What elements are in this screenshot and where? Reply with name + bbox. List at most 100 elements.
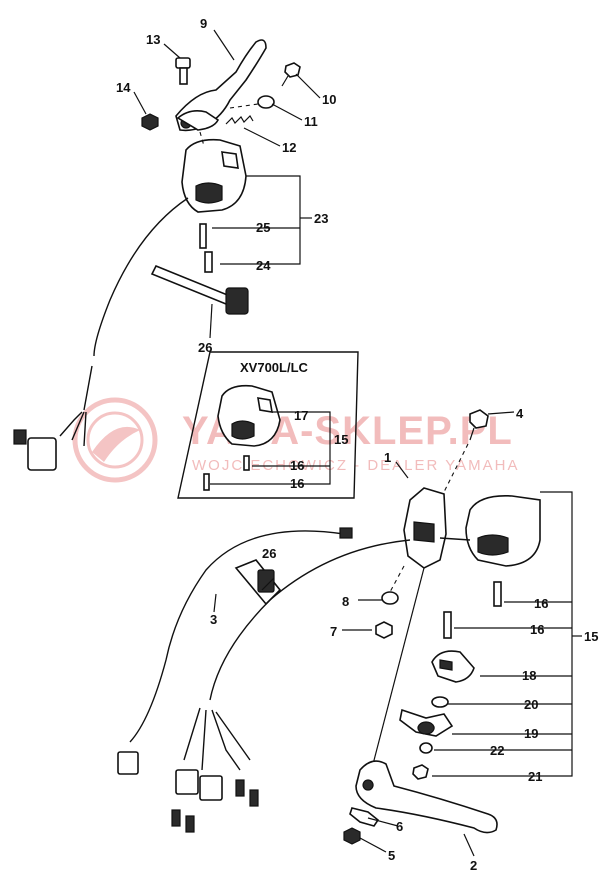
xv700-inset-box: XV700L/LC [177, 351, 359, 499]
label-part-15: 15 [584, 629, 598, 644]
lever-part-2-pivot [362, 779, 374, 791]
label-part-3: 3 [210, 612, 217, 627]
cable-tie-part-26 [150, 264, 232, 306]
label-part-7: 7 [330, 624, 337, 639]
watermark-logo-inner [86, 411, 144, 469]
label-part-26: 26 [262, 546, 276, 561]
right-connector [199, 775, 223, 801]
nut-part-7 [375, 621, 393, 639]
left-switch-wire-leads [59, 411, 87, 447]
assembly-guide-line [371, 567, 425, 769]
label-part-16: 16 [290, 458, 304, 473]
bracket-23 [212, 175, 312, 265]
part-20 [431, 696, 449, 708]
inset-screw [203, 473, 210, 491]
bolt-part-13-head [175, 57, 191, 69]
bolt-part-13-shank [179, 67, 188, 85]
handlebar-line [209, 539, 411, 701]
terminal [249, 789, 259, 807]
right-connector [175, 769, 199, 795]
label-part-13: 13 [146, 32, 160, 47]
label-part-10: 10 [322, 92, 336, 107]
assembly-guide-line [229, 103, 259, 109]
assembly-guide-line [441, 443, 469, 497]
inset-title: XV700L/LC [240, 360, 309, 375]
screw-part-10 [284, 62, 301, 78]
left-lever-assembly [13, 39, 301, 471]
left-connector-small [13, 429, 27, 445]
screw-part-24 [204, 251, 213, 273]
left-switch-housing-shade [195, 182, 223, 204]
nut-part-14 [141, 113, 159, 131]
right-switch-housing [465, 494, 541, 567]
label-part-25: 25 [256, 220, 270, 235]
right-switch-shade [477, 534, 509, 556]
cable-tie-part-26-head [225, 287, 249, 315]
screw-part-16 [443, 611, 452, 639]
part-labels: 9 13 14 10 11 12 23 25 24 26 17 15 16 16… [116, 16, 598, 873]
bracket-15 [432, 491, 582, 777]
right-switch-wire-leads [183, 707, 251, 771]
cable-part-3-connector [117, 751, 139, 775]
terminal [235, 779, 245, 797]
label-part-1: 1 [384, 450, 391, 465]
label-part-6: 6 [396, 819, 403, 834]
label-part-17: 17 [294, 408, 308, 423]
inset-screw [243, 455, 250, 471]
label-part-9: 9 [200, 16, 207, 31]
assembly-guide-line [389, 565, 405, 593]
inset-bracket [210, 411, 331, 485]
lever-part-2 [355, 760, 498, 834]
switch-part-18 [431, 650, 475, 683]
cable-part-3-end [339, 527, 353, 539]
right-assembly [117, 409, 541, 845]
spring-part-12 [225, 115, 254, 125]
label-part-16: 16 [534, 596, 548, 611]
label-part-14: 14 [116, 80, 131, 95]
label-part-5: 5 [388, 848, 395, 863]
lever-bracket [176, 110, 220, 131]
cable-tie-part-26-right-head [257, 569, 275, 593]
label-part-26: 26 [198, 340, 212, 355]
cable-part-3 [129, 530, 345, 743]
switch-part-19-shade [417, 721, 435, 735]
label-part-19: 19 [524, 726, 538, 741]
terminal [185, 815, 195, 833]
handlebar-line [439, 537, 471, 541]
watermark-logo-ring [72, 397, 158, 483]
label-part-11: 11 [304, 114, 318, 129]
left-switch-button [221, 151, 239, 169]
label-part-24: 24 [256, 258, 271, 273]
label-part-16: 16 [530, 622, 544, 637]
left-connector [27, 437, 57, 471]
assembly-guide-line [199, 131, 205, 147]
inset-switch-shade [231, 420, 255, 440]
collar-part-11 [257, 95, 275, 109]
label-part-18: 18 [522, 668, 536, 683]
left-switch-wire [93, 197, 189, 357]
label-part-12: 12 [282, 140, 296, 155]
leader-lines [133, 29, 515, 857]
screw-part-10-shank [281, 75, 289, 87]
terminal [171, 809, 181, 827]
label-part-20: 20 [524, 697, 538, 712]
part-21 [412, 764, 429, 780]
screw-part-16 [493, 581, 502, 607]
bolt-part-4-shank [469, 427, 475, 441]
bolt-part-6 [349, 807, 380, 827]
left-switch-wire [83, 365, 93, 411]
label-part-16: 16 [290, 476, 304, 491]
label-part-8: 8 [342, 594, 349, 609]
switch-part-18-shade [439, 659, 453, 671]
master-cylinder-part-1-shade [413, 521, 435, 543]
nut-part-5 [343, 827, 361, 845]
part-22 [419, 742, 433, 754]
inset-switch-button [257, 397, 273, 413]
bolt-part-4-head [469, 409, 489, 429]
label-part-23: 23 [314, 211, 328, 226]
label-part-21: 21 [528, 769, 542, 784]
label-part-4: 4 [516, 406, 524, 421]
screw-part-25 [199, 223, 207, 249]
washer-part-8 [381, 591, 399, 605]
